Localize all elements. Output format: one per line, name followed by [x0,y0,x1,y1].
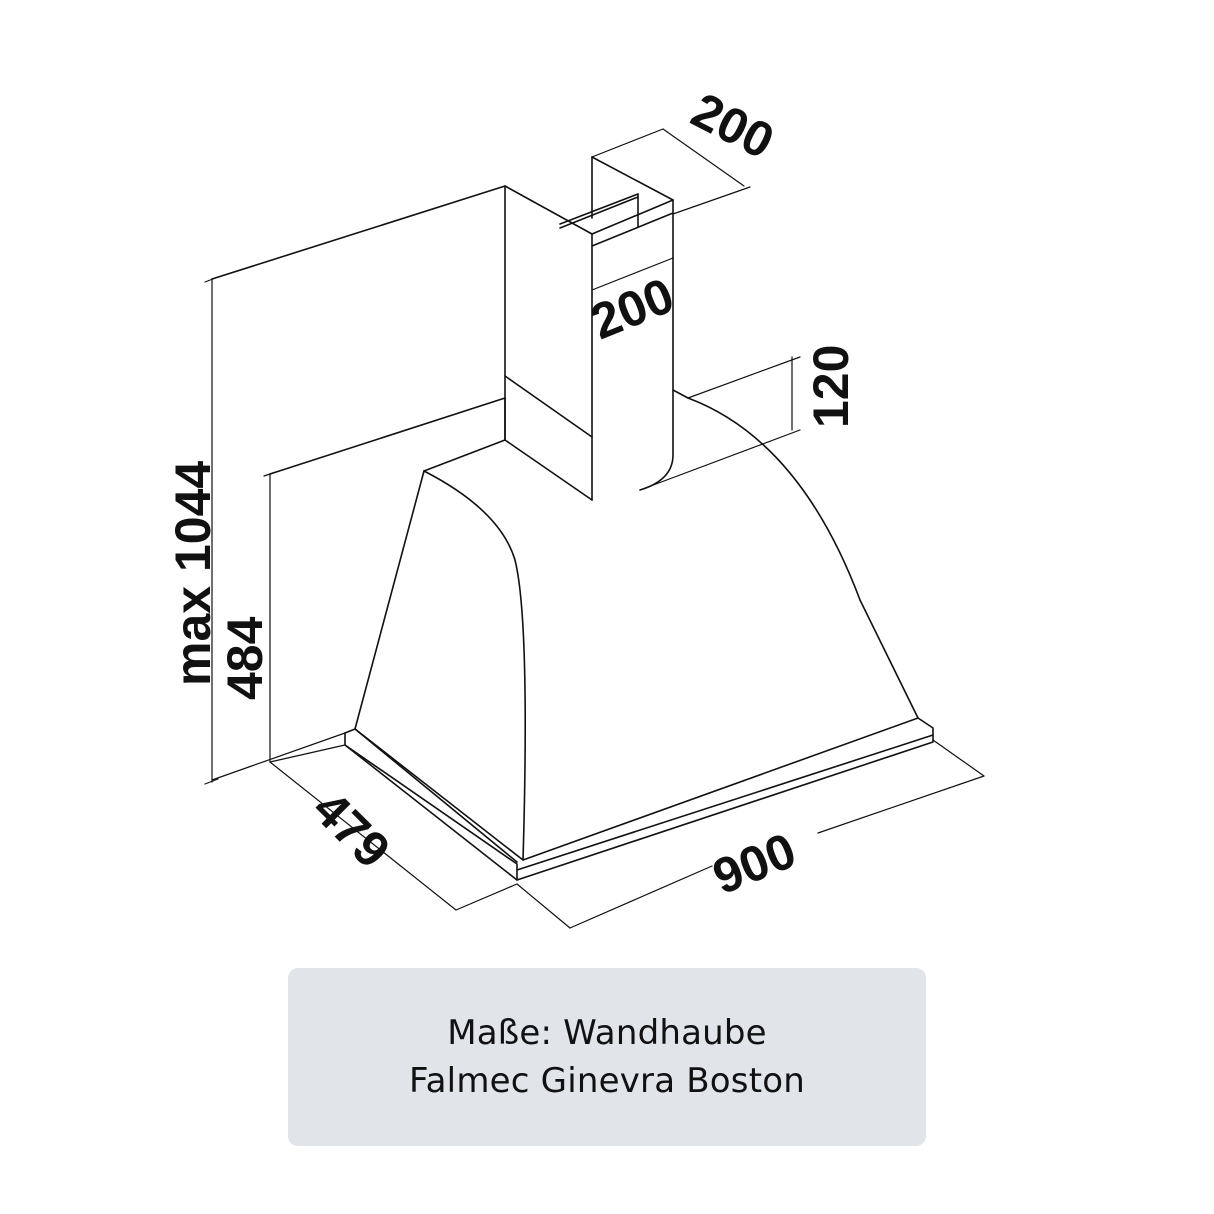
dim-hood-height: 484 [217,616,273,700]
dim-total-height: max 1044 [165,461,221,686]
wall-outline [211,185,506,475]
caption-box: Maße: Wandhaube Falmec Ginevra Boston [288,968,926,1146]
range-hood-dimension-drawing: 200 200 120 max 1044 484 479 900 [165,82,985,929]
hood-body [344,389,934,881]
dim-hood-width: 900 [705,822,803,905]
dim-hood-depth: 479 [302,780,401,879]
dim-chimney-width: 200 [583,267,681,350]
dim-chimney-depth: 200 [683,82,783,170]
dim-chimney-overlap: 120 [803,345,859,428]
caption-line-1: Maße: Wandhaube [447,1013,767,1053]
dimension-lines [204,128,985,929]
caption-line-2: Falmec Ginevra Boston [409,1061,805,1101]
